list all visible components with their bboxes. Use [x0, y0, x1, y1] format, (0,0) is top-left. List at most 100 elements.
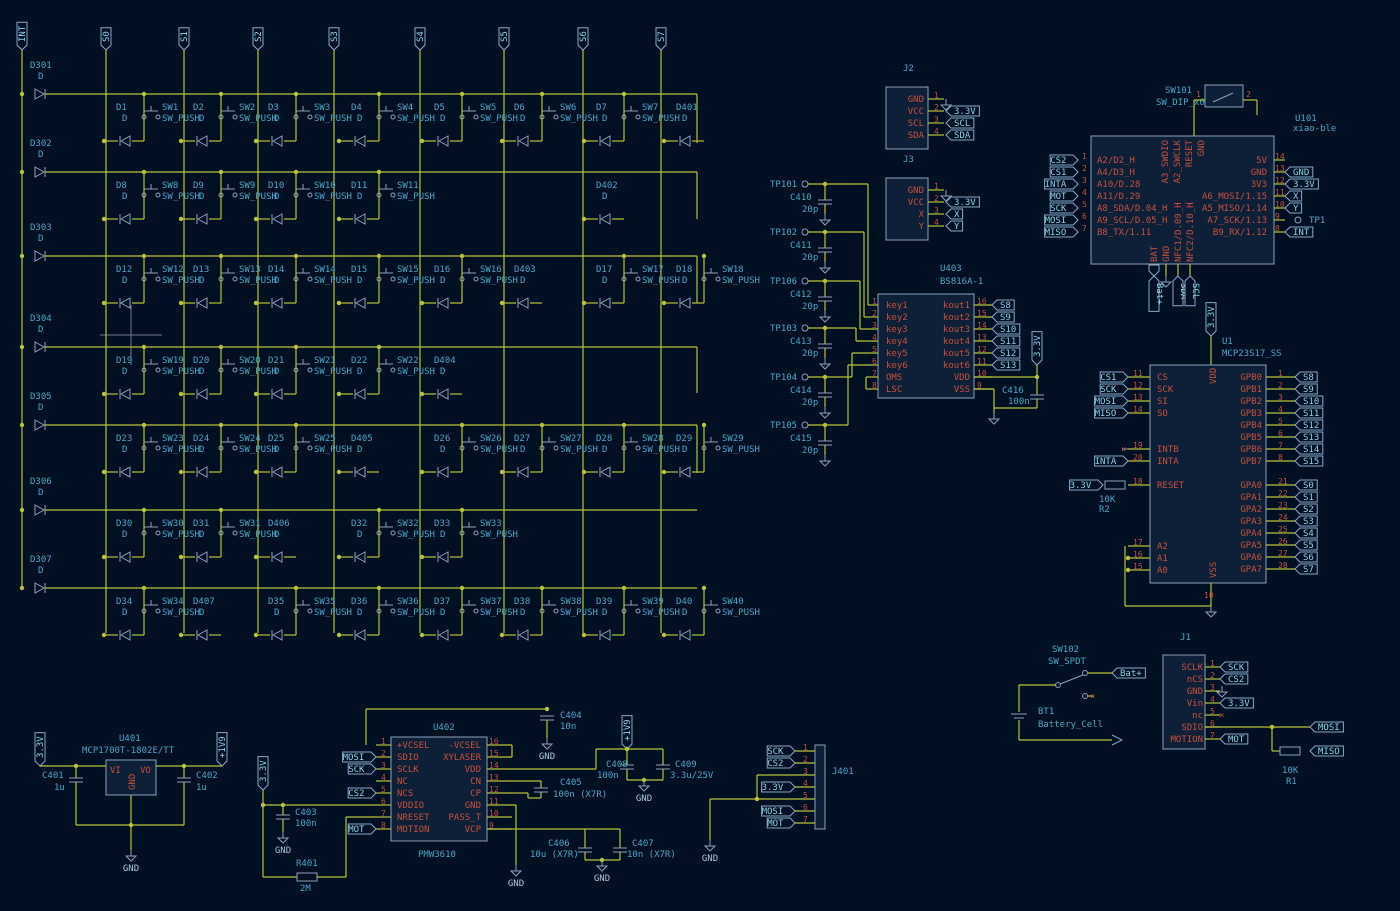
ic-pin-left: INTB	[1157, 445, 1179, 455]
ic-pin-left: CS	[1157, 373, 1168, 383]
diode-ref: D404	[434, 356, 456, 366]
switch-value: SW_PUSH	[239, 276, 277, 286]
j1-net-33v: 3.3V	[1219, 697, 1254, 709]
u101-net-mot: MOT	[1049, 190, 1079, 202]
cell-switch	[539, 106, 559, 120]
switch-ref: SW30	[162, 519, 184, 529]
ic-body	[390, 736, 488, 842]
switch-value: SW_PUSH	[480, 276, 518, 286]
diode-body	[354, 297, 366, 309]
ic-pin-vdd: VDD	[1209, 368, 1219, 384]
net-name: SCK	[767, 747, 784, 757]
cell-switch	[293, 600, 313, 614]
diode-ref: D1	[116, 103, 127, 113]
net-name: CS2	[1050, 156, 1066, 166]
junction-dot	[19, 344, 25, 350]
cap-ref: C412	[790, 290, 812, 300]
pin-number: 4	[872, 333, 877, 342]
net-flag	[991, 311, 1015, 323]
junction-dot	[260, 802, 266, 808]
ground-symbol	[939, 99, 953, 111]
pin-number: 6	[1210, 719, 1215, 728]
net-name: MOSI	[343, 753, 365, 763]
cell-switch	[701, 268, 721, 282]
diode-body	[354, 135, 366, 147]
ground-symbol	[818, 455, 832, 467]
pin-number: 17	[1133, 538, 1143, 547]
module-pin-left: A9_SCL/D.05_H	[1097, 216, 1167, 226]
diode-value: D	[199, 114, 204, 124]
switch-value: SW_PUSH	[397, 192, 435, 202]
junction-dot	[419, 138, 425, 144]
diode-ref: D29	[676, 434, 692, 444]
module-pin-right: 5V	[1256, 156, 1267, 166]
u1-net-s14: S14	[1294, 443, 1324, 455]
cell-switch	[459, 106, 479, 120]
ground-triangle	[818, 267, 832, 274]
net-flag	[1184, 275, 1196, 307]
cell-switch	[293, 184, 313, 198]
diode-value: D	[440, 276, 445, 286]
ic-value: MCP1700T-1802E/TT	[82, 746, 175, 756]
pin-number: 4	[1210, 695, 1215, 704]
module-pin-right: A6_MOSI/1.15	[1202, 192, 1267, 202]
cell-diode	[679, 466, 691, 478]
j401-net-mosi: MOSI	[761, 805, 796, 817]
diode-value: D	[520, 276, 525, 286]
switch-value: SW_PUSH	[397, 114, 435, 124]
switch-value: SW_PUSH	[314, 276, 352, 286]
diode-value: D	[357, 367, 362, 377]
ic-u1: U1MCP23S17_SS3.3VVDDVSSCS11SCK12SI13SO14…	[1069, 302, 1324, 618]
cell-switch	[376, 600, 396, 614]
diode-body	[119, 388, 131, 400]
diode-value: D	[357, 530, 362, 540]
pin-number: 2	[934, 103, 939, 112]
pin-number: 7	[872, 369, 877, 378]
net-name: CS1	[1100, 373, 1116, 383]
diode-ref: D16	[434, 265, 450, 275]
net-flag	[1219, 661, 1249, 673]
cell-diode	[517, 135, 529, 147]
pin-number: 10	[489, 809, 499, 818]
diode-value: D	[122, 276, 127, 286]
pin-number: 4	[1278, 405, 1283, 414]
diode-body	[119, 551, 131, 563]
cell-diode	[271, 388, 283, 400]
pin-number: 14	[1133, 405, 1143, 414]
switch-ref: SW40	[722, 597, 744, 607]
ic-pin-right: XYLASER	[443, 753, 482, 763]
connector-net-x: X	[945, 208, 964, 220]
junction-dot	[253, 300, 259, 306]
j401-net-cs2: CS2	[766, 757, 796, 769]
ic-pin-left: key6	[886, 361, 908, 371]
junction-dot	[336, 469, 342, 475]
switch-value: SW_PUSH	[162, 276, 200, 286]
ground-triangle	[595, 865, 609, 872]
net-flag	[945, 129, 975, 141]
net-name: Bat+	[1154, 283, 1164, 305]
switch-ref: SW13	[239, 265, 261, 275]
net-flag	[1294, 563, 1318, 575]
tp-ref: TP106	[770, 277, 797, 287]
battery-ref: BT1	[1038, 707, 1054, 717]
junction-dot	[178, 469, 184, 475]
ic-pin-right: GPA3	[1240, 517, 1262, 527]
switch-value: SW_PUSH	[397, 367, 435, 377]
diode-body	[437, 466, 449, 478]
cell-switch	[141, 184, 161, 198]
switch-ref: SW35	[314, 597, 336, 607]
net-name: SCK	[1100, 385, 1117, 395]
switch-contact	[232, 276, 238, 282]
pin-number: 3	[934, 115, 939, 124]
j1-net-sck: SCK	[1219, 661, 1249, 673]
diode-body	[354, 551, 366, 563]
diode-body	[679, 135, 691, 147]
junction-dot	[178, 632, 184, 638]
tp-ring	[1294, 216, 1302, 224]
connector-pin: SCL	[908, 119, 924, 129]
